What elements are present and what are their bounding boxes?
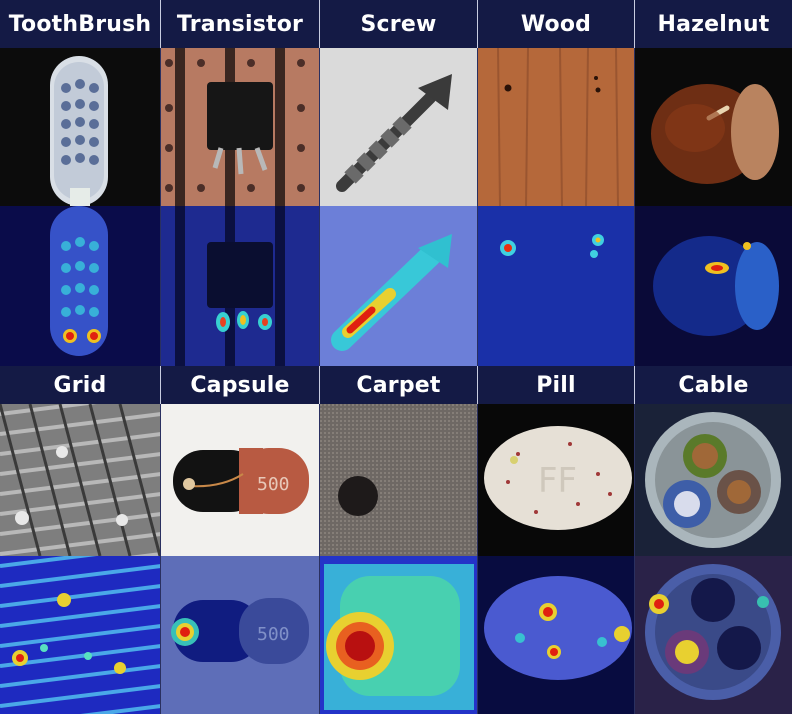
bottom-section: Grid Capsule Carpet Pill Cable 500: [0, 366, 792, 714]
header-pill: Pill: [478, 366, 635, 404]
capsule-print: 500: [257, 474, 290, 495]
header-hazelnut: Hazelnut: [635, 0, 792, 48]
image-screw: [320, 48, 478, 206]
image-wood: [478, 48, 635, 206]
heatmap-grid: [0, 556, 161, 714]
heatmap-pill: [478, 556, 635, 714]
heatmap-cable: [635, 556, 792, 714]
header-capsule: Capsule: [161, 366, 320, 404]
header-cable: Cable: [635, 366, 792, 404]
image-toothbrush: [0, 48, 161, 206]
header-transistor: Transistor: [161, 0, 320, 48]
pill-print: FF: [538, 461, 577, 501]
image-cable: [635, 404, 792, 556]
heatmap-carpet: [320, 556, 478, 714]
header-grid: Grid: [0, 366, 161, 404]
heatmap-screw: [320, 206, 478, 366]
image-pill: FF: [478, 404, 635, 556]
heatmap-hazelnut: [635, 206, 792, 366]
header-toothbrush: ToothBrush: [0, 0, 161, 48]
heatmap-wood: [478, 206, 635, 366]
image-carpet: [320, 404, 478, 556]
capsule-heatmap-print: 500: [257, 624, 290, 645]
image-capsule: 500: [161, 404, 320, 556]
header-carpet: Carpet: [320, 366, 478, 404]
image-grid: [0, 404, 161, 556]
heatmap-capsule: 500: [161, 556, 320, 714]
heatmap-toothbrush: [0, 206, 161, 366]
top-section: ToothBrush Transistor Screw Wood Hazelnu…: [0, 0, 792, 366]
header-screw: Screw: [320, 0, 478, 48]
header-wood: Wood: [478, 0, 635, 48]
image-transistor: [161, 48, 320, 206]
image-hazelnut: [635, 48, 792, 206]
heatmap-transistor: [161, 206, 320, 366]
